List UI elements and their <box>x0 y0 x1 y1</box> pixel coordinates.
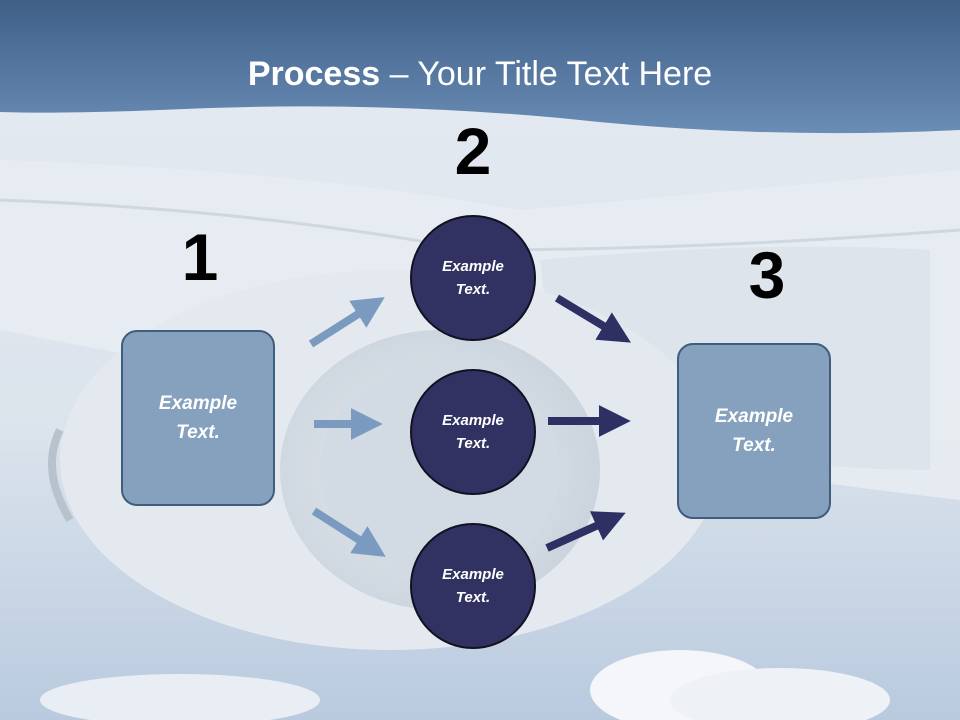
circle-middle: Example Text. <box>410 369 536 495</box>
step-number-3: 3 <box>748 238 786 312</box>
step-number-2: 2 <box>454 114 492 188</box>
left-box-text: Example Text. <box>158 393 238 443</box>
right-text-box: Example Text. <box>677 343 831 519</box>
step-number-1: 1 <box>181 220 219 294</box>
right-box-text: Example Text. <box>714 406 794 456</box>
circle-bottom: Example Text. <box>410 523 536 649</box>
circle-middle-text: Example Text. <box>442 412 504 452</box>
left-text-box: Example Text. <box>121 330 275 506</box>
circle-top-text: Example Text. <box>442 258 504 298</box>
circle-bottom-text: Example Text. <box>442 566 504 606</box>
circle-top: Example Text. <box>410 215 536 341</box>
slide-title: Process – Your Title Text Here <box>0 52 960 96</box>
title-rest: – Your Title Text Here <box>380 55 713 93</box>
title-bold-part: Process <box>247 55 381 93</box>
